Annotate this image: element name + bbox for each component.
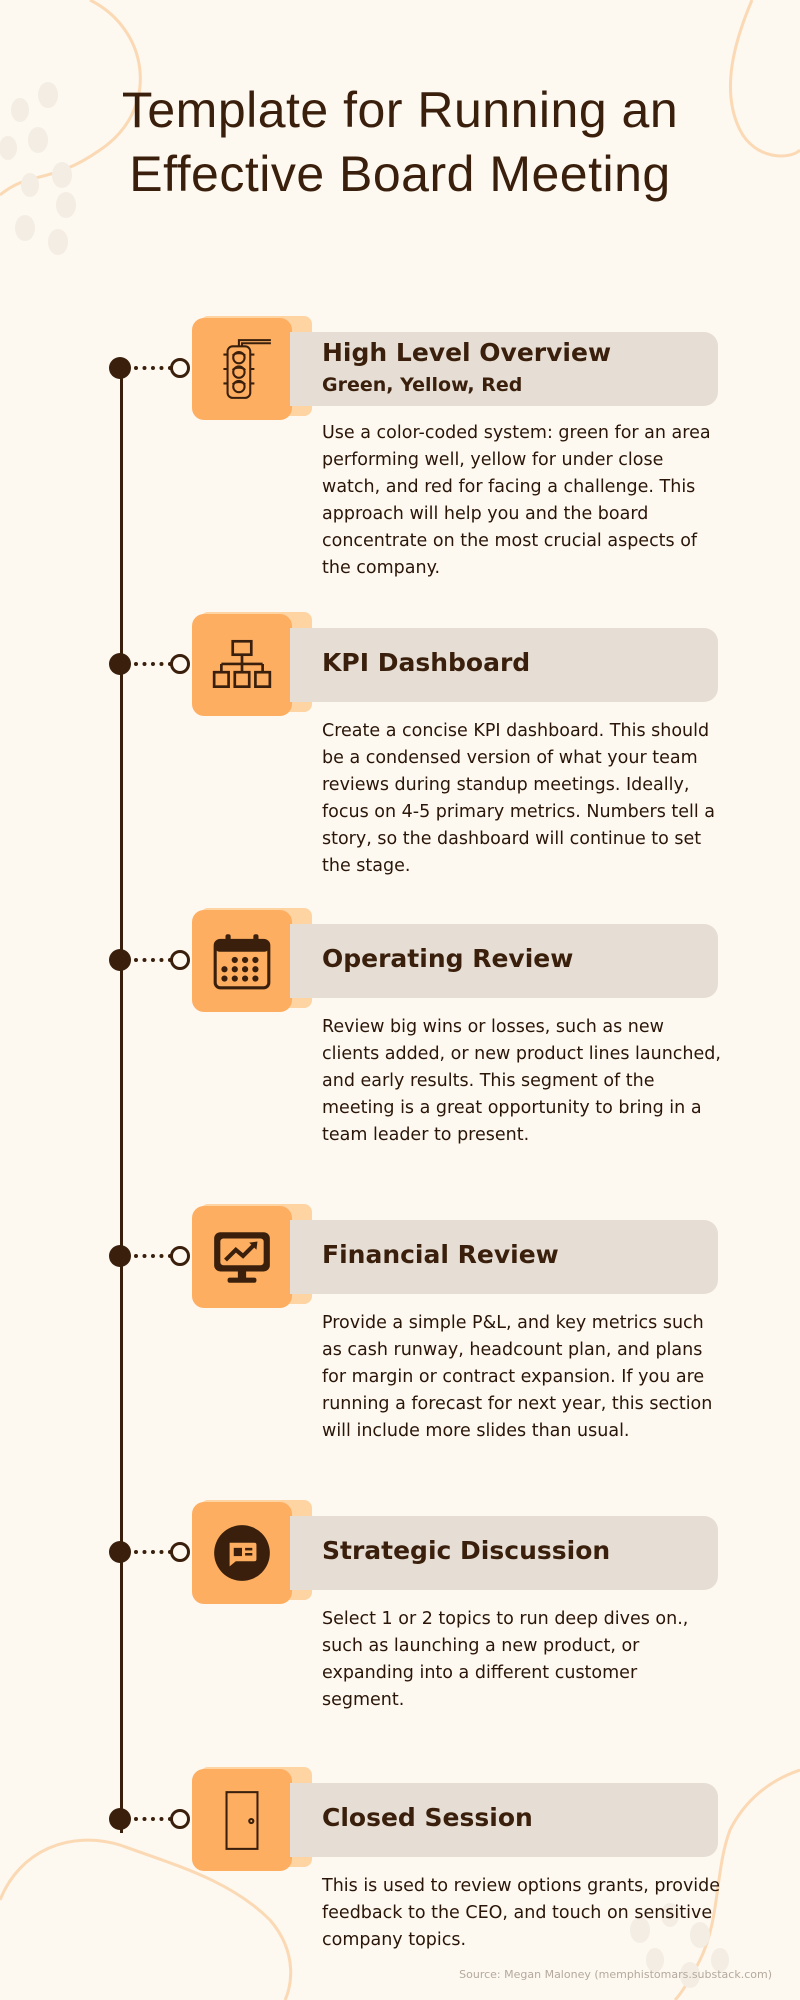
- traffic-light-icon: [223, 339, 271, 399]
- monitor-chart-icon: [214, 1232, 270, 1283]
- timeline-step-financial-review: Financial Review Provide a simple P&L, a…: [0, 1204, 800, 1441]
- step-banner: [290, 1516, 718, 1590]
- timeline-step-operating-review: Operating Review Review big wins or loss…: [0, 908, 800, 1145]
- timeline-connector: [134, 958, 172, 962]
- step-banner: [290, 1783, 718, 1857]
- page-title: Template for Running an Effective Board …: [0, 78, 800, 206]
- icon-box: [192, 318, 292, 420]
- timeline-ring: [170, 654, 190, 674]
- timeline-node: [109, 1245, 131, 1267]
- step-description: Provide a simple P&L, and key metrics su…: [322, 1313, 713, 1441]
- step-heading: Strategic Discussion: [322, 1536, 611, 1565]
- timeline-ring: [170, 950, 190, 970]
- timeline-node: [109, 949, 131, 971]
- step-heading: Operating Review: [322, 944, 574, 973]
- calendar-icon: [213, 934, 271, 990]
- timeline-ring: [170, 1542, 190, 1562]
- timeline-connector: [134, 366, 172, 370]
- timeline-node: [109, 1808, 131, 1830]
- icon-box: [192, 910, 292, 1012]
- timeline-node: [109, 357, 131, 379]
- step-description: Use a color-coded system: green for an a…: [322, 423, 711, 578]
- timeline-node: [109, 653, 131, 675]
- step-banner: [290, 628, 718, 702]
- step-description: This is used to review options grants, p…: [322, 1876, 721, 1950]
- timeline-ring: [170, 358, 190, 378]
- step-subheading: Green, Yellow, Red: [322, 374, 523, 396]
- timeline-step-high-level-overview: High Level Overview Green, Yellow, Red U…: [0, 316, 800, 578]
- door-icon: [225, 1791, 259, 1850]
- title-line-1: Template for Running an: [121, 82, 679, 138]
- step-banner: [290, 332, 718, 406]
- chat-bubble-icon: [214, 1525, 270, 1581]
- icon-box: [192, 614, 292, 716]
- icon-box: [192, 1206, 292, 1308]
- step-heading: Financial Review: [322, 1240, 559, 1269]
- step-heading: Closed Session: [322, 1803, 533, 1832]
- step-description: Review big wins or losses, such as new c…: [322, 1017, 721, 1145]
- timeline-node: [109, 1541, 131, 1563]
- timeline-connector: [134, 662, 172, 666]
- timeline-step-kpi-dashboard: KPI Dashboard Create a concise KPI dashb…: [0, 612, 800, 876]
- timeline-connector: [134, 1254, 172, 1258]
- source-credit: Source: Megan Maloney (memphistomars.sub…: [459, 1968, 772, 1981]
- timeline-ring: [170, 1809, 190, 1829]
- timeline-connector: [134, 1550, 172, 1554]
- step-heading: KPI Dashboard: [322, 648, 531, 677]
- timeline-connector: [134, 1817, 172, 1821]
- timeline-line: [120, 368, 123, 1833]
- timeline-step-strategic-discussion: Strategic Discussion Select 1 or 2 topic…: [0, 1500, 800, 1710]
- step-description: Select 1 or 2 topics to run deep dives o…: [322, 1609, 689, 1710]
- title-line-2: Effective Board Meeting: [129, 146, 671, 202]
- step-heading: High Level Overview: [322, 338, 612, 367]
- step-description: Create a concise KPI dashboard. This sho…: [322, 721, 716, 876]
- step-banner: [290, 924, 718, 998]
- timeline-ring: [170, 1246, 190, 1266]
- org-chart-icon: [212, 639, 272, 688]
- icon-box: [192, 1769, 292, 1871]
- icon-box: [192, 1502, 292, 1604]
- timeline-step-closed-session: Closed Session This is used to review op…: [0, 1767, 800, 1950]
- step-banner: [290, 1220, 718, 1294]
